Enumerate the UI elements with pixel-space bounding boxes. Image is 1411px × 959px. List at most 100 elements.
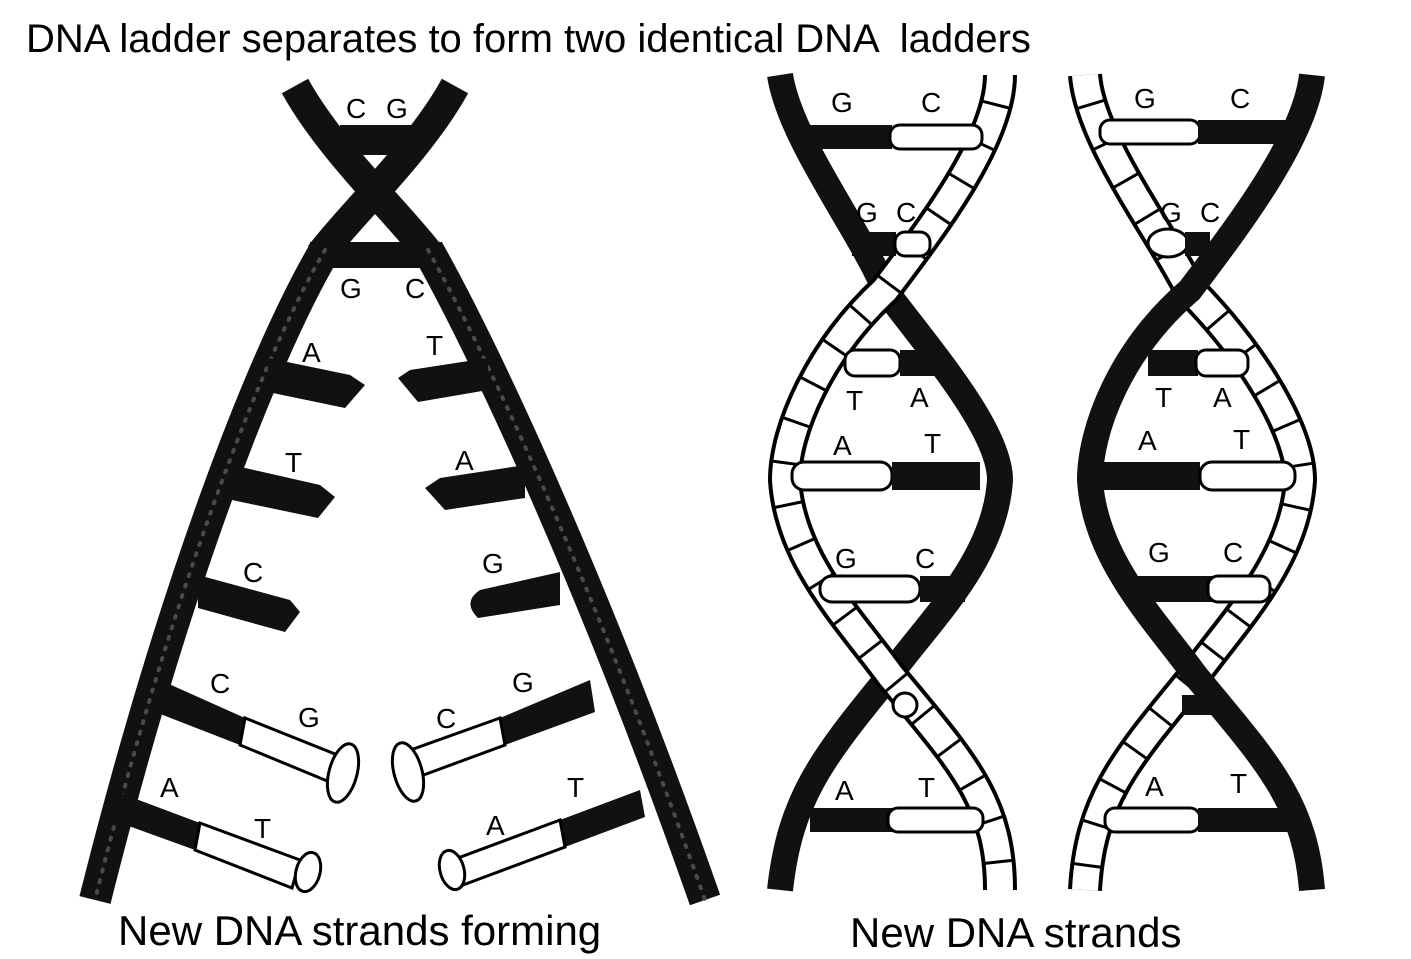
helix-a-pair-5-left: G — [835, 543, 857, 574]
left-base-1: A — [302, 337, 321, 368]
strand-segment-line — [773, 500, 804, 510]
helix-a-pair-6-left: A — [835, 775, 854, 806]
left-base-3: C — [243, 557, 263, 588]
helix-a-rung-5-old — [920, 576, 965, 602]
strand-segment-line — [883, 671, 909, 694]
helix-b-pair-4-left: A — [1138, 425, 1157, 456]
helix-b-rung-4-new — [1198, 460, 1297, 492]
diagram-title: DNA ladder separates to form two identic… — [26, 17, 1031, 61]
helix-b: G C G C T A A T G C A T — [1068, 72, 1325, 892]
helix-b-pair-3-right: A — [1213, 382, 1232, 413]
helix-b-rung-3-new — [1194, 348, 1250, 378]
helix-a-rung-3-new — [843, 348, 902, 378]
strand-segment-line — [876, 274, 903, 295]
helix-b-pair-2-right: C — [1200, 197, 1220, 228]
strand-segment-line — [1225, 607, 1252, 629]
helix-a-rung-2-new — [893, 230, 932, 258]
base-stub-left-1 — [268, 358, 365, 408]
strand-segment-line — [1268, 539, 1298, 555]
strand-segment-line — [1272, 418, 1301, 433]
strand-segment-line — [781, 415, 811, 429]
helix-a-rung-4-old — [892, 462, 980, 490]
helix-a-rung-6-old — [810, 808, 895, 832]
strand-segment-line — [983, 858, 1014, 865]
strand-segment-line — [1147, 706, 1174, 728]
left-base-4: C — [210, 668, 230, 699]
strand-segment-line — [848, 303, 873, 326]
helix-a-pair-1-left: G — [831, 87, 853, 118]
helix-a: G C G C T A A T G C A T — [767, 72, 1017, 892]
right-base-1: T — [426, 330, 443, 361]
helix-b-rung-1-new — [1098, 118, 1202, 146]
caption-new-strands: New DNA strands — [850, 909, 1181, 956]
helix-a-rung-4-new — [790, 460, 894, 492]
new-base-left-2: T — [254, 813, 271, 844]
backbone-top-right — [308, 78, 469, 265]
strand-segment-line — [947, 171, 976, 190]
strand-segment-line — [925, 206, 953, 226]
helix-a-old-strand — [767, 72, 1014, 892]
helix-a-strands — [767, 72, 1017, 892]
strand-segment-line — [1076, 98, 1106, 111]
new-strand-right-c-g — [390, 680, 595, 803]
helix-a-pair-2-right: C — [896, 197, 916, 228]
backbone-left-texture — [93, 248, 327, 902]
helix-a-pair-4-right: T — [924, 428, 941, 459]
left-base-5: A — [160, 772, 179, 803]
strand-segment-line — [910, 704, 936, 726]
strand-segment-line — [1112, 171, 1140, 190]
new-base-right-2: A — [486, 810, 505, 841]
helix-b-pair-3-left: T — [1155, 382, 1172, 413]
left-base-2: T — [285, 447, 302, 478]
helix-a-new-strand-fill — [771, 74, 1013, 891]
helix-a-pair-5-right: C — [915, 543, 935, 574]
helix-b-pair-6-left: A — [1145, 771, 1164, 802]
helix-b-rung-3-old — [1148, 350, 1198, 376]
helix-a-new-strand-segments — [771, 99, 1014, 865]
helix-b-rung-6-old — [1198, 808, 1293, 832]
top-pair-base-2: G — [386, 93, 408, 124]
strand-segment-line — [831, 605, 858, 627]
helix-b-pair-5-right: C — [1223, 537, 1243, 568]
helix-a-rung-crossing-knob — [891, 691, 919, 719]
new-base-left-1: G — [298, 702, 320, 733]
new-strand-left-a-t — [112, 793, 323, 894]
backbone-right-texture — [426, 248, 707, 902]
helix-b-old-strand — [1076, 73, 1325, 892]
helix-b-pair-5-left: G — [1148, 537, 1170, 568]
right-base-2: A — [455, 445, 474, 476]
strand-segment-line — [1200, 640, 1226, 662]
strand-segment-line — [1072, 861, 1103, 869]
helix-a-rung-6-new — [886, 806, 985, 834]
helix-a-pair-4-left: A — [833, 430, 852, 461]
base-stub-right-3 — [470, 572, 560, 618]
helix-a-pair-3-right: A — [910, 382, 929, 413]
right-base-3: G — [482, 548, 504, 579]
helix-b-rung-1-old — [1198, 120, 1296, 144]
top-pair-base-1: C — [346, 93, 366, 124]
base-stub-left-2 — [232, 465, 335, 518]
helix-a-rung-1-new — [888, 123, 984, 151]
caption-new-strands-forming: New DNA strands forming — [118, 907, 601, 954]
helix-a-pair-6-right: T — [918, 772, 935, 803]
right-base-5: T — [567, 772, 584, 803]
helix-b-rung-5-new — [1206, 574, 1272, 604]
new-strand-left-c-g — [150, 680, 361, 804]
strand-segment-line — [936, 737, 963, 759]
helix-b-new-strand-fill — [1072, 73, 1314, 891]
helix-b-rung-2-old — [1185, 232, 1210, 256]
helix-a-rung-5-new — [818, 574, 922, 604]
helix-b-pair-1-left: G — [1134, 83, 1156, 114]
new-strand-right-a-t — [437, 790, 645, 892]
helix-b-rung-6-junction — [1182, 695, 1212, 715]
strand-segment-line — [980, 99, 1011, 110]
first-pair-base-2: C — [405, 273, 425, 304]
helix-a-rung-1-old — [800, 125, 892, 149]
helix-b-rung-4-old — [1102, 462, 1200, 490]
helix-a-pair-3-left: T — [846, 385, 863, 416]
strand-segment-line — [786, 537, 816, 552]
strand-segment-line — [1098, 777, 1127, 795]
separating-ladder: C G G C A T C C A T A G G T G T C A — [79, 78, 721, 906]
first-pair-base-1: G — [340, 273, 362, 304]
